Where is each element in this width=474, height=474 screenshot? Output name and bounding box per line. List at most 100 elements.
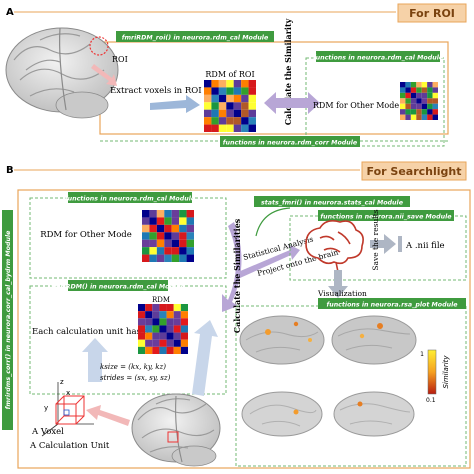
rdm-cell [241,94,249,103]
rdm-cell [173,325,181,333]
rdm-cell [166,346,174,354]
rdm-cell [400,92,406,99]
stats-module-tag [254,196,410,207]
rdm-cell [180,325,188,333]
pink-arrow-b [86,405,130,426]
rdm-cell [149,232,157,240]
rdm-cell [204,87,212,95]
rdm-cell [241,117,249,125]
rdm-cell [416,103,422,110]
stats-connector [255,207,291,237]
rdm-unit-matrix [138,304,188,354]
rdm-cell [405,114,411,120]
rdm-cell [145,311,153,319]
rdm-cell [416,92,422,99]
rdm-cell [400,98,406,104]
rdm-cell [149,247,157,255]
side-module-tag [2,210,13,430]
module-cal-label-b: functions in neurora.rdm_cal Module [65,195,196,203]
nii-module-tag [318,210,454,221]
rdm-cell [427,92,433,99]
rdm-cell [149,224,157,233]
rdm-cell [233,87,242,95]
rdm-cell [421,92,428,99]
rdm-cell [159,339,167,347]
rdm-cell [186,224,194,233]
rdm-cell [159,332,167,340]
rdm-cell [166,304,174,312]
rdm-cell [421,103,428,110]
rdm-cell [186,247,194,255]
rdm-cell [138,339,146,347]
rdm-cell [248,102,256,110]
blue-arrow-a [150,95,200,113]
rdm-cell [173,339,181,347]
rdm-cell [226,94,234,103]
rdm-cell [152,339,160,347]
rdm-cell [156,232,165,240]
rdm-cell [179,254,187,262]
rdm-cell [400,114,406,120]
rdm-cell [159,325,167,333]
module-cal-tag-a [316,51,440,62]
rdm-cell [226,109,234,118]
rdm-cell [142,217,150,225]
rdm-cell [410,82,417,88]
rdm-cell [179,232,187,240]
rdm-cell [410,109,417,115]
brain-outline-icon [305,220,364,273]
rdm-cell [156,224,165,233]
rdm-cell [180,304,188,312]
module-roi-tag [116,31,274,42]
rdm-cell [421,109,428,115]
rdm-cell [400,82,406,88]
rdm-cell [142,254,150,262]
side-module-label: fmrirdms_corr() in neurora.corr_cal_bydr… [5,230,12,410]
rdm-cell [421,98,428,104]
rdm-cell [186,217,194,225]
rdm-cell [432,98,438,104]
visualization-label: Visualization [317,289,367,298]
nii-module-label: functions in neurora.nii_save Module [320,213,452,221]
rdm-cell [211,80,219,88]
rdm-cell [164,247,172,255]
rdm-cell [405,103,411,110]
rdm-roi-title: RDM of ROI [205,70,254,79]
rdm-cell [204,117,212,125]
rdm-cell [145,325,153,333]
rdm-cell [248,109,256,118]
rdm-cell [410,114,417,120]
colorbar-min-label: 0.1 [426,397,436,404]
rdm-cell [142,210,150,218]
module-fmri-label: fmriRDM() in neurora.rdm_cal Module [51,284,185,291]
rdm-cell [145,304,153,312]
rdm-cell [138,346,146,354]
rdm-cell [226,102,234,110]
rdm-cell [410,87,417,93]
calc-similarity-label: Calculate the Similarity [283,18,293,125]
plot-module-tag [318,298,466,309]
rdm-cell [432,103,438,110]
rdm-cell [159,346,167,354]
rdm-cell [410,98,417,104]
rdm-cell [248,94,256,103]
rdm-cell [149,254,157,262]
rdm-cell [156,210,165,218]
rdm-other-matrix-b [142,210,194,262]
rdm-cell [241,109,249,118]
rdm-cell [241,102,249,110]
rdm-cell [166,332,174,340]
save-results-label: Save the results [371,209,380,270]
rdm-cell [248,124,256,132]
rdm-cell [138,332,146,340]
rdm-cell [400,109,406,115]
rdm-cell [233,124,242,132]
module-corr-tag [220,136,360,147]
rdm-cell [416,98,422,104]
rdm-cell [432,109,438,115]
rdm-cell [427,82,433,88]
module-cal-tag-b [68,192,192,203]
panel-a-letter: A [6,7,14,18]
rdm-cell [179,239,187,248]
